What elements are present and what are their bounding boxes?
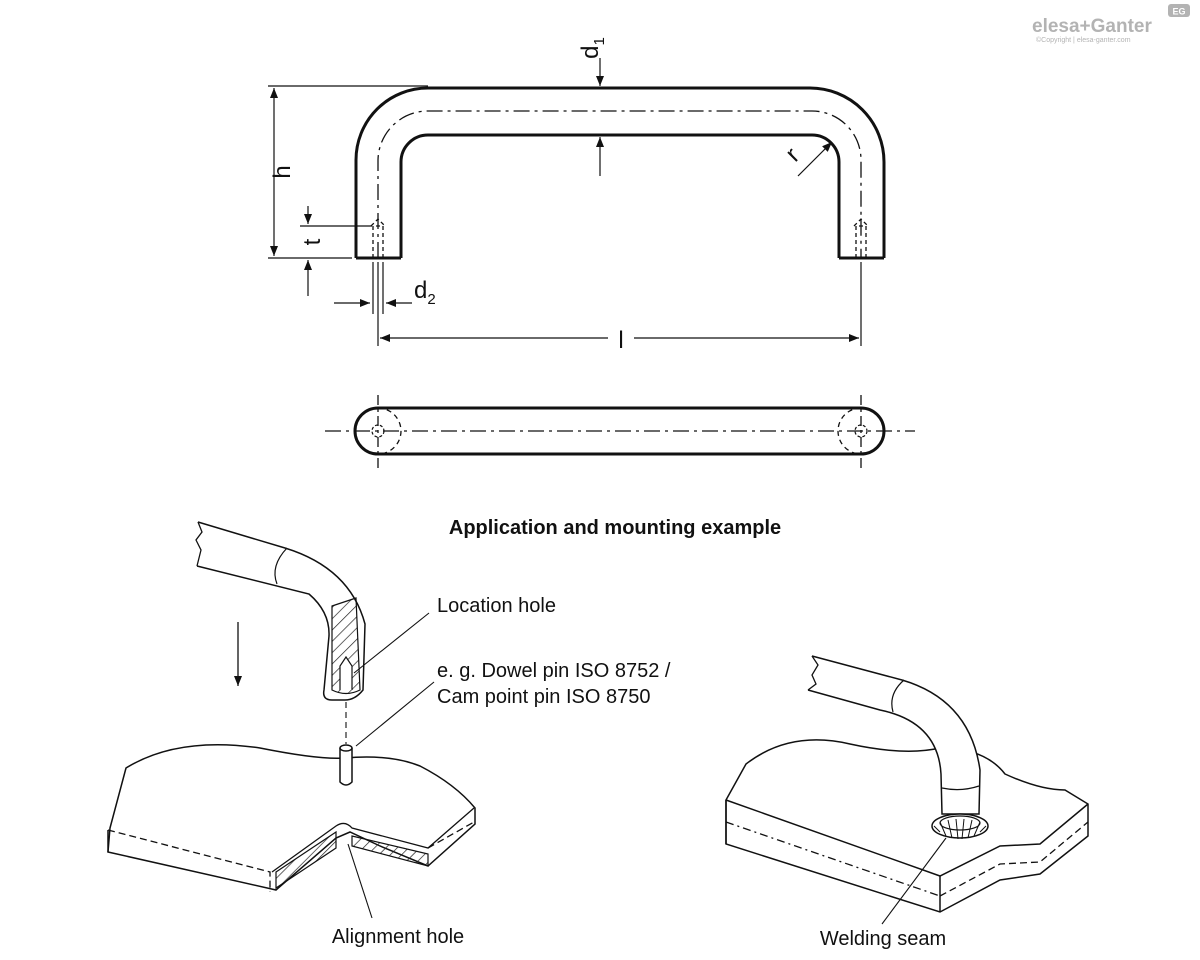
label-l: l: [618, 327, 623, 354]
copyright-text: ©Copyright | elesa-ganter.com: [1036, 36, 1131, 44]
brand-name: elesa+Ganter: [1032, 16, 1152, 37]
label-r: r: [780, 142, 805, 167]
handle-front-view: [354, 86, 886, 260]
label-t: t: [299, 238, 326, 245]
label-d2-group: d2: [414, 277, 436, 308]
label-d2-sub: 2: [427, 291, 435, 308]
mounting-example-dowel: [107, 521, 476, 919]
callout-alignment-hole: Alignment hole: [332, 926, 464, 948]
label-d2: d: [414, 277, 427, 304]
dimension-t: [300, 206, 372, 296]
mounting-example-welding: [725, 655, 1089, 925]
handle-top-view: [325, 395, 915, 468]
dimension-l: [377, 262, 862, 346]
brand-badge: EG: [1172, 7, 1185, 17]
callout-location-hole: Location hole: [437, 595, 556, 617]
label-d1: d: [577, 45, 604, 58]
label-h: h: [269, 165, 296, 178]
dimension-d2: [334, 262, 412, 314]
callout-welding-seam: Welding seam: [820, 928, 946, 950]
label-d1-sub: 1: [591, 37, 608, 45]
brand-logo: elesa+Ganter EG ©Copyright | elesa-gante…: [1032, 4, 1190, 44]
dimension-h: [268, 85, 428, 259]
svg-text:d1: d1: [577, 37, 608, 59]
dimension-r: [797, 141, 833, 177]
section-title: Application and mounting example: [449, 517, 781, 539]
callout-dowel-line2: Cam point pin ISO 8750: [437, 686, 650, 708]
callout-dowel-line1: e. g. Dowel pin ISO 8752 /: [437, 660, 671, 682]
